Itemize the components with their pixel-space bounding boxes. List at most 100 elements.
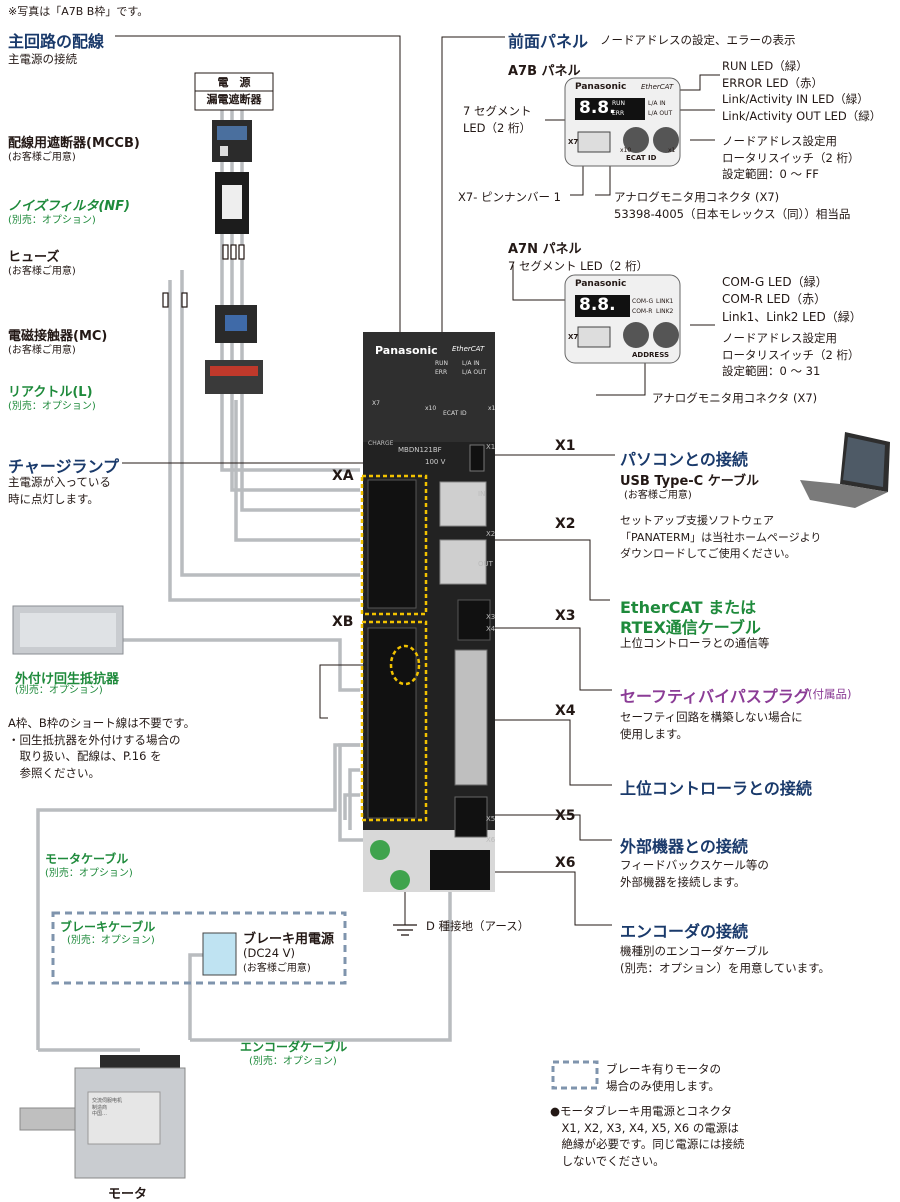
- motor-label: モータ: [108, 1187, 148, 1202]
- drive-x3-port: X3: [486, 613, 496, 621]
- drive-x1-port: X1: [486, 443, 496, 451]
- main-power-wires: [118, 110, 360, 692]
- drive-in: IN: [478, 490, 486, 498]
- a7b-x10: x10: [620, 147, 632, 154]
- motor-cable-sub: (別売：オプション): [45, 868, 133, 879]
- a7n-com-r: COM-R: [632, 308, 653, 315]
- ethercat-title2: RTEX通信ケーブル: [620, 618, 761, 637]
- a7b-rotary: ノードアドレス設定用 ロータリスイッチ（2 桁） 設定範囲：0 ～ FF: [722, 134, 860, 182]
- a7b-monitor: アナログモニタ用コネクタ (X7) 53398-4005（日本モレックス（同））…: [614, 190, 851, 221]
- a7b-panel-image: [564, 77, 681, 167]
- mccb-title: 配線用遮断器(MCCB): [8, 136, 140, 151]
- brake-cable-sub: (別売：オプション): [67, 935, 155, 946]
- safety-sub: セーフティ回路を構築しない場合に 使用します。: [620, 710, 803, 741]
- ground-symbol: [393, 924, 417, 936]
- a7n-panel-image: [564, 274, 681, 364]
- laptop-image: [800, 432, 890, 508]
- port-x2: X2: [555, 516, 576, 532]
- drive-ecat-id: ECAT ID: [443, 410, 467, 417]
- ethercat-title1: EtherCAT または: [620, 598, 757, 617]
- ground-label: D 種接地（アース）: [426, 919, 530, 933]
- upper-controller-title: 上位コントローラとの接続: [620, 779, 812, 798]
- front-panel-sub: ノードアドレスの設定、エラーの表示: [600, 33, 796, 47]
- a7b-brand: Panasonic: [575, 82, 627, 92]
- brake-cable-title: ブレーキケーブル: [60, 920, 156, 934]
- port-x3: X3: [555, 608, 576, 624]
- encoder-cable-title: エンコーダケーブル: [240, 1040, 348, 1054]
- xa-xb-highlight: [360, 474, 428, 822]
- charge-lamp-title: チャージランプ: [8, 457, 120, 476]
- legend-note: ●モータブレーキ用電源とコネクタ X1, X2, X3, X4, X5, X6 …: [550, 1104, 745, 1169]
- regen-resistor-device: [12, 605, 124, 655]
- a7b-title: A7B パネル: [508, 64, 581, 79]
- ethercat-sub: 上位コントローラとの通信等: [620, 636, 770, 650]
- regen-sub: (別売：オプション): [15, 685, 103, 696]
- brake-power-title: ブレーキ用電源: [243, 932, 335, 947]
- mc-sub: (お客様ご用意): [8, 345, 76, 356]
- drive-x2-port: X2: [486, 530, 496, 538]
- main-circuit-sub: 主電源の接続: [8, 52, 77, 66]
- a7n-com-g: COM-G: [632, 298, 654, 305]
- a7n-seg-display: 8.8.: [579, 295, 616, 315]
- a7n-seg-label: 7 セグメント LED（2 桁）: [508, 259, 649, 273]
- a7b-led-in: L/A IN: [648, 100, 666, 107]
- mccb-device: [212, 120, 252, 162]
- pc-note: セットアップ支援ソフトウェア 「PANATERM」は当社ホームページより ダウン…: [620, 514, 822, 560]
- drive-x5-port: X5: [486, 815, 496, 823]
- drive-brand: Panasonic: [375, 344, 438, 357]
- a7n-link2: LINK2: [656, 308, 674, 315]
- a7n-leds: COM-G LED（緑） COM-R LED（赤） Link1、Link2 LE…: [722, 275, 862, 324]
- front-panel-title: 前面パネル: [508, 32, 589, 51]
- a7n-monitor: アナログモニタ用コネクタ (X7): [652, 391, 818, 405]
- fuse-devices: [162, 244, 245, 308]
- a7b-led-run: RUN: [612, 100, 626, 107]
- short-note: A枠、B枠のショート線は不要です。 ・回生抵抗器を外付けする場合の 取り扱い、配…: [8, 716, 196, 781]
- external-sub: フィードバックスケール等の 外部機器を接続します。: [620, 858, 769, 889]
- drive-x10: x10: [425, 405, 437, 412]
- drive-model: MBDN121BF: [398, 446, 442, 454]
- drive-run: RUN: [435, 360, 449, 367]
- motor-cable-title: モータケーブル: [45, 852, 129, 866]
- a7n-rotary: ノードアドレス設定用 ロータリスイッチ（2 桁） 設定範囲：0 ～ 31: [722, 331, 860, 379]
- a7n-brand: Panasonic: [575, 279, 627, 289]
- drive-x6-port: X6: [486, 836, 496, 844]
- brake-power-sub2: (お客様ご用意): [243, 963, 311, 974]
- a7n-link1: LINK1: [656, 298, 674, 305]
- pc-title: パソコンとの接続: [620, 450, 748, 469]
- brake-power-sub1: (DC24 V): [243, 946, 296, 960]
- pc-cable: USB Type-C ケーブル: [620, 474, 759, 489]
- power-box-line2: 漏電遮断器: [206, 93, 262, 106]
- port-x1: X1: [555, 438, 576, 454]
- charge-lamp-sub: 主電源が入っている 時に点灯します。: [8, 475, 111, 506]
- drive-volt: 100 V: [425, 458, 446, 466]
- a7b-seg-label: 7 セグメント LED（2 桁）: [463, 104, 532, 135]
- fuse-title: ヒューズ: [8, 250, 60, 265]
- safety-suffix: (付属品): [808, 687, 852, 701]
- encoder-cable-sub: (別売：オプション): [249, 1056, 337, 1067]
- drive-out: OUT: [478, 560, 493, 568]
- drive-x4-port: X4: [486, 625, 496, 633]
- pc-cable-sub: (お客様ご用意): [624, 490, 692, 501]
- magnetic-contactor-device: [215, 305, 257, 343]
- drive-charge: CHARGE: [368, 440, 394, 447]
- drive-la-in: L/A IN: [462, 360, 480, 367]
- legend-dashed-square: [551, 1060, 599, 1090]
- mc-title: 電磁接触器(MC): [8, 329, 108, 344]
- encoder-title: エンコーダの接続: [620, 922, 749, 941]
- a7b-led-err: ERR: [612, 110, 625, 117]
- a7n-address: ADDRESS: [632, 351, 669, 359]
- drive-x7: X7: [372, 400, 380, 407]
- nf-sub: (別売：オプション): [8, 215, 96, 226]
- servo-drive-body: [363, 332, 495, 892]
- port-xb: XB: [332, 614, 354, 630]
- a7b-x1: x1: [668, 147, 676, 154]
- mccb-sub: (お客様ご用意): [8, 152, 76, 163]
- power-box-line1: 電 源: [217, 76, 251, 89]
- noise-filter-device: [215, 172, 249, 234]
- safety-title: セーフティバイパスプラグ: [620, 687, 810, 706]
- reactor-sub: (別売：オプション): [8, 401, 96, 412]
- power-box: [194, 72, 274, 111]
- power-box-label: 電 源 漏電遮断器: [195, 74, 273, 108]
- port-x5: X5: [555, 808, 576, 824]
- port-xa: XA: [332, 468, 354, 484]
